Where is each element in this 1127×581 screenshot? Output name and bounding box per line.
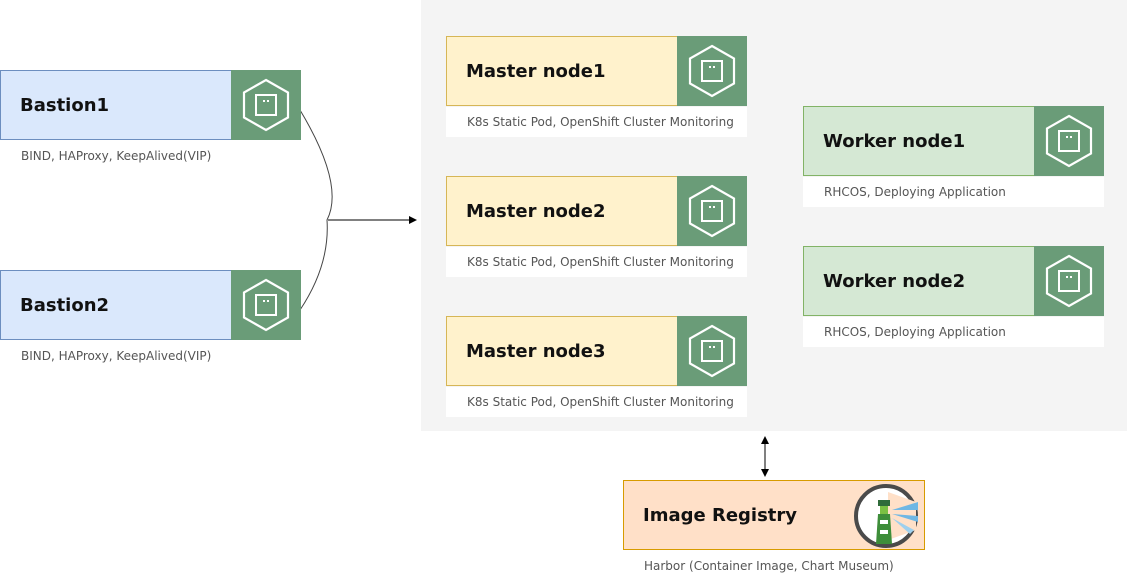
node-title: Worker node1 bbox=[823, 130, 966, 152]
bastion1-desc: BIND, HAProxy, KeepAlived(VIP) bbox=[0, 141, 301, 171]
node-title: Bastion2 bbox=[20, 294, 110, 316]
worker-node2[interactable]: Worker node2 bbox=[803, 246, 1104, 316]
hexagon-node-icon bbox=[1034, 106, 1104, 176]
harbor-lighthouse-icon bbox=[852, 482, 922, 554]
image-registry-desc: Harbor (Container Image, Chart Museum) bbox=[623, 551, 925, 581]
master-node1[interactable]: Master node1 bbox=[446, 36, 747, 106]
master-node2[interactable]: Master node2 bbox=[446, 176, 747, 246]
master-node3-desc: K8s Static Pod, OpenShift Cluster Monito… bbox=[446, 387, 747, 417]
bastion2-desc: BIND, HAProxy, KeepAlived(VIP) bbox=[0, 341, 301, 371]
master-node1-desc: K8s Static Pod, OpenShift Cluster Monito… bbox=[446, 107, 747, 137]
node-title: Bastion1 bbox=[20, 94, 110, 116]
node-title: Worker node2 bbox=[823, 270, 966, 292]
hexagon-node-icon bbox=[677, 316, 747, 386]
hexagon-node-icon bbox=[231, 270, 301, 340]
node-title: Master node2 bbox=[466, 200, 606, 222]
node-title: Image Registry bbox=[643, 504, 798, 526]
image-registry-node[interactable]: Image Registry bbox=[623, 480, 925, 550]
bastion1-node[interactable]: Bastion1 bbox=[0, 70, 301, 140]
hexagon-node-icon bbox=[677, 36, 747, 106]
hexagon-node-icon bbox=[1034, 246, 1104, 316]
worker-node1-desc: RHCOS, Deploying Application bbox=[803, 177, 1104, 207]
bastion-curve bbox=[299, 109, 333, 311]
master-node2-desc: K8s Static Pod, OpenShift Cluster Monito… bbox=[446, 247, 747, 277]
hexagon-node-icon bbox=[677, 176, 747, 246]
master-node3[interactable]: Master node3 bbox=[446, 316, 747, 386]
node-title: Master node1 bbox=[466, 60, 606, 82]
node-title: Master node3 bbox=[466, 340, 606, 362]
worker-node2-desc: RHCOS, Deploying Application bbox=[803, 317, 1104, 347]
bastion2-node[interactable]: Bastion2 bbox=[0, 270, 301, 340]
worker-node1[interactable]: Worker node1 bbox=[803, 106, 1104, 176]
hexagon-node-icon bbox=[231, 70, 301, 140]
